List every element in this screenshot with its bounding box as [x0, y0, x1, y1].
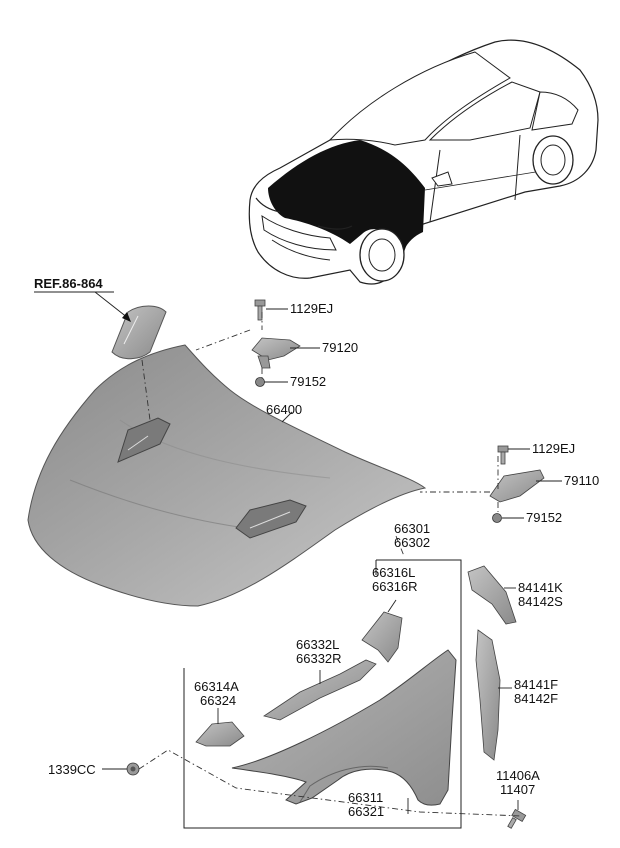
label-hinge-left: 79120: [322, 340, 358, 355]
nut-bottom: [126, 762, 140, 776]
label-trim-1: 84141K: [518, 580, 563, 595]
bracket-part: [361, 611, 403, 663]
label-nut-bottom: 1339CC: [48, 762, 96, 777]
label-stay-1: 66314A: [194, 679, 239, 694]
label-fender-1: 66311: [348, 790, 383, 805]
bolt-upper-left: [254, 299, 266, 321]
hinge-right: [489, 469, 545, 503]
bolt-upper-right: [497, 445, 509, 465]
seal-part: [475, 629, 501, 761]
ref-arrowhead: [122, 312, 131, 322]
screw-part: [507, 808, 527, 829]
label-hinge-right: 79110: [564, 473, 599, 488]
label-fender-assy-1: 66301: [394, 521, 430, 536]
hinge-left: [251, 337, 301, 369]
label-screw-1: 11406A: [496, 768, 540, 783]
rail-part: [263, 659, 377, 721]
label-rail-2: 66332R: [296, 651, 342, 666]
label-trim-2: 84142S: [518, 594, 563, 609]
label-bolt-upper-left: 1129EJ: [290, 301, 333, 316]
label-nut-right: 79152: [526, 510, 562, 525]
hood-vent-trim: [111, 305, 167, 360]
label-stay-2: 66324: [200, 693, 236, 708]
label-seal-1: 84141F: [514, 677, 558, 692]
label-fender-2: 66321: [348, 804, 384, 819]
fender-group-box: [183, 559, 462, 829]
leader-lines: [94, 291, 562, 814]
label-bolt-upper-right: 1129EJ: [532, 441, 575, 456]
nut-right: [492, 513, 502, 523]
trim-part: [467, 565, 517, 625]
label-nut-left: 79152: [290, 374, 326, 389]
car-illustration: [248, 39, 599, 285]
stay-part: [195, 721, 245, 747]
dashed-guides: [138, 312, 523, 817]
label-hood-panel: 66400: [266, 402, 302, 417]
label-screw-2: 11407: [500, 782, 535, 797]
label-reference: REF.86-864: [34, 276, 103, 291]
part-labels: REF.86-864 1129EJ 79120 79152 66400 1129…: [34, 276, 599, 819]
hood-panel: [27, 344, 427, 607]
label-seal-2: 84142F: [514, 691, 558, 706]
fender-panel: [231, 649, 457, 806]
label-bracket-2: 66316R: [372, 579, 418, 594]
label-rail-1: 66332L: [296, 637, 339, 652]
label-bracket-1: 66316L: [372, 565, 415, 580]
nut-left: [255, 377, 265, 387]
label-fender-assy-2: 66302: [394, 535, 430, 550]
